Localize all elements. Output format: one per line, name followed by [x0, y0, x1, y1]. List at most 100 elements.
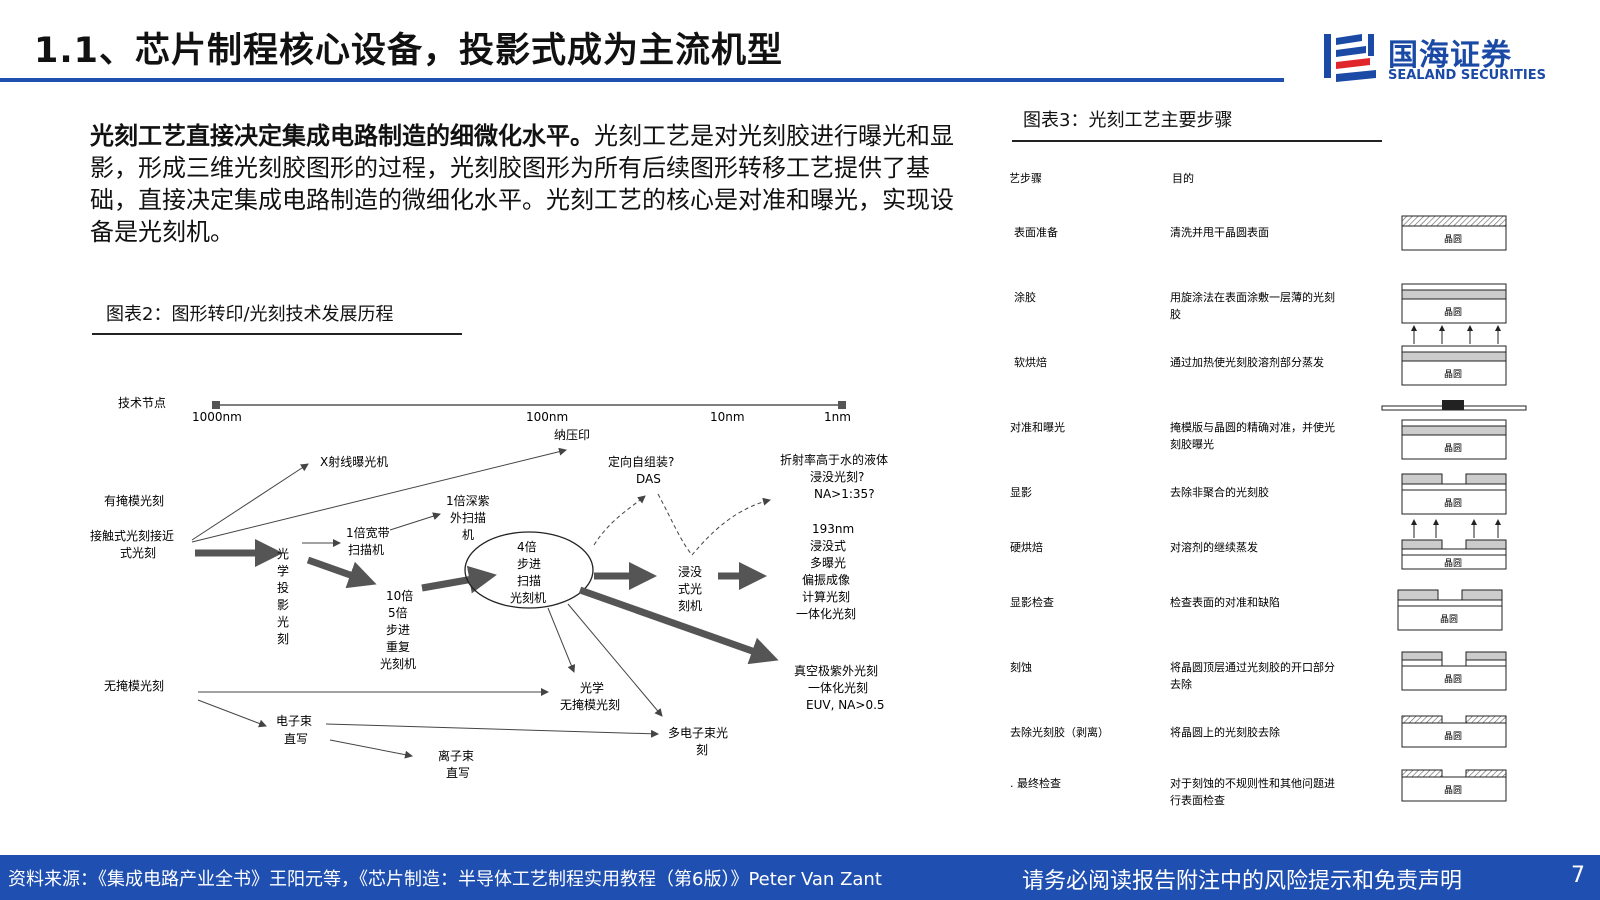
- svg-text:刻胶曝光: 刻胶曝光: [1170, 437, 1214, 451]
- svg-text:光刻机: 光刻机: [380, 657, 416, 671]
- svg-text:4倍: 4倍: [517, 539, 537, 554]
- svg-text:7. 显影检查: 7. 显影检查: [1010, 595, 1054, 609]
- svg-text:晶圆: 晶圆: [1444, 307, 1462, 318]
- label-maskless: 无掩模光刻: [104, 679, 164, 693]
- label-deep-uv-3: 机: [462, 528, 474, 542]
- tick-1nm: 1nm: [824, 410, 851, 424]
- svg-text:行表面检查: 行表面检查: [1170, 793, 1225, 807]
- label-193nm: 193nm 浸没式 多曝光 偏振成像 计算光刻 一体化光刻: [796, 522, 856, 621]
- label-xray: X射线曝光机: [320, 454, 388, 469]
- col-header-step: 工艺步骤: [1010, 172, 1042, 185]
- svg-text:光刻机: 光刻机: [510, 591, 546, 605]
- svg-text:2、涂胶: 2、涂胶: [1010, 290, 1036, 304]
- svg-text:晶圆: 晶圆: [1444, 443, 1462, 454]
- svg-text:步进: 步进: [517, 557, 541, 571]
- svg-text:刻: 刻: [277, 632, 289, 646]
- logo-text-cn: 国海证券: [1388, 38, 1512, 73]
- tick-100nm: 100nm: [526, 410, 568, 424]
- tick-10nm: 10nm: [710, 410, 745, 424]
- label-dsa-2: DAS: [636, 472, 661, 486]
- svg-text:9. 去除光刻胶（剥离）: 9. 去除光刻胶（剥离）: [1010, 725, 1109, 739]
- svg-text:检查表面的对准和缺陷: 检查表面的对准和缺陷: [1170, 595, 1280, 609]
- svg-text:投: 投: [277, 580, 289, 595]
- step-row-2: 2、涂胶 用旋涂法在表面涂敷一层薄的光刻 胶 晶圆: [1010, 283, 1507, 324]
- company-logo: 国海证券 SEALAND SECURITIES: [1322, 30, 1562, 88]
- title-underline: [0, 78, 1284, 82]
- step-row-3: 3、软烘焙 通过加热使光刻胶溶剂部分蒸发 晶圆: [1010, 325, 1507, 386]
- svg-text:去除非聚合的光刻胶: 去除非聚合的光刻胶: [1170, 485, 1269, 499]
- svg-text:晶圆: 晶圆: [1440, 614, 1458, 625]
- step-row-8: 8. 刻蚀 将晶圆顶层通过光刻胶的开口部分 去除 晶圆: [1010, 651, 1507, 691]
- svg-text:计算光刻: 计算光刻: [802, 589, 850, 604]
- page-title: 1.1、芯片制程核心设备，投影式成为主流机型: [34, 31, 784, 71]
- label-ion-2: 直写: [446, 766, 470, 780]
- label-multi-ebeam-2: 刻: [696, 743, 708, 757]
- col-header-purpose: 目的: [1172, 171, 1194, 185]
- svg-text:掩模版与晶圆的精确对准，并使光: 掩模版与晶圆的精确对准，并使光: [1170, 420, 1335, 434]
- svg-text:学: 学: [277, 563, 289, 578]
- svg-text:真空极紫外光刻: 真空极紫外光刻: [794, 664, 878, 678]
- intro-text: 光刻工艺是对光刻胶进行曝光和显影，形成三维光刻胶图形的过程，光刻胶图形为所有后续…: [90, 122, 954, 246]
- page-number: 7: [1571, 863, 1585, 888]
- svg-text:式光: 式光: [678, 582, 702, 596]
- svg-text:刻机: 刻机: [678, 599, 702, 613]
- svg-text:10倍: 10倍: [386, 588, 413, 603]
- step-row-4: 4. 对准和曝光 掩模版与晶圆的精确对准，并使光 刻胶曝光 晶圆: [1010, 400, 1527, 460]
- svg-text:4. 对准和曝光: 4. 对准和曝光: [1010, 420, 1065, 434]
- label-immersion: 浸没 式光 刻机: [678, 564, 702, 613]
- label-10x-stepper: 10倍 5倍 步进 重复 光刻机: [380, 588, 416, 671]
- label-multi-ebeam-1: 多电子束光: [668, 726, 728, 740]
- svg-text:晶圆: 晶圆: [1444, 498, 1462, 509]
- label-deep-uv-1: 1倍深紫: [446, 493, 490, 508]
- svg-text:晶圆: 晶圆: [1444, 558, 1462, 569]
- step-row-10: 10. 最终检查 对于刻蚀的不规则性和其他问题进 行表面检查 晶圆: [1010, 769, 1507, 807]
- svg-text:对于刻蚀的不规则性和其他问题进: 对于刻蚀的不规则性和其他问题进: [1170, 776, 1335, 790]
- intro-paragraph: 光刻工艺直接决定集成电路制造的细微化水平。光刻工艺是对光刻胶进行曝光和显影，形成…: [90, 120, 970, 248]
- svg-text:一体化光刻: 一体化光刻: [808, 681, 868, 695]
- svg-text:对溶剂的继续蒸发: 对溶剂的继续蒸发: [1170, 540, 1258, 554]
- svg-text:光: 光: [277, 615, 289, 629]
- label-masked-litho: 有掩模光刻: [104, 494, 164, 508]
- svg-text:5. 显影: 5. 显影: [1010, 486, 1032, 499]
- label-liquid-3: NA>1:35?: [814, 487, 875, 501]
- step-row-5: 5. 显影 去除非聚合的光刻胶 晶圆: [1010, 473, 1507, 515]
- figure2-caption: 图表2：图形转印/光刻技术发展历程: [106, 304, 394, 325]
- svg-text:扫描: 扫描: [517, 574, 541, 588]
- label-optical-projection: 光 学 投 影 光 刻: [277, 547, 289, 646]
- svg-text:用旋涂法在表面涂敷一层薄的光刻: 用旋涂法在表面涂敷一层薄的光刻: [1170, 290, 1335, 304]
- stepper-4x-ellipse: [464, 531, 594, 609]
- label-wide-band-1: 1倍宽带: [346, 525, 390, 540]
- figure3-caption-rule: [1012, 140, 1382, 142]
- disclaimer-note: 请务必阅读报告附注中的风险提示和免责声明: [1022, 869, 1463, 894]
- svg-text:EUV, NA>0.5: EUV, NA>0.5: [806, 698, 885, 712]
- svg-text:10. 最终检查: 10. 最终检查: [1010, 776, 1061, 790]
- svg-text:清洗并甩干晶圆表面: 清洗并甩干晶圆表面: [1170, 225, 1269, 239]
- svg-text:浸没式: 浸没式: [810, 538, 846, 553]
- lithography-steps-table: 工艺步骤 目的 1、表面准备 清洗并甩干晶圆表面 晶圆 2、涂胶 用旋涂法在表面…: [1010, 171, 1527, 807]
- svg-text:步进: 步进: [386, 623, 410, 637]
- figure2-caption-rule: [92, 333, 462, 335]
- source-note: 资料来源：《集成电路产业全书》王阳元等，《芯片制造：半导体工艺制程实用教程（第6…: [8, 869, 882, 890]
- logo-mark-icon: [1324, 34, 1376, 82]
- svg-text:晶圆: 晶圆: [1444, 369, 1462, 380]
- label-nano-imprint: 纳压印: [554, 428, 590, 442]
- logo-text-en: SEALAND SECURITIES: [1388, 68, 1546, 83]
- svg-text:光: 光: [277, 547, 289, 561]
- step-row-7: 7. 显影检查 检查表面的对准和缺陷 晶圆: [1010, 589, 1503, 631]
- svg-text:晶圆: 晶圆: [1444, 731, 1462, 742]
- label-euv: 真空极紫外光刻 一体化光刻 EUV, NA>0.5: [794, 664, 885, 712]
- svg-text:胶: 胶: [1170, 307, 1181, 321]
- lithography-history-diagram: 技术节点 1000nm 100nm 10nm 1nm 有掩模光刻 接触式光刻接近…: [90, 396, 888, 780]
- label-ebeam-1: 电子束: [276, 714, 312, 728]
- svg-text:晶圆: 晶圆: [1444, 674, 1462, 685]
- svg-text:一体化光刻: 一体化光刻: [796, 607, 856, 621]
- axis-label: 技术节点: [118, 396, 166, 410]
- label-liquid-2: 浸没光刻?: [810, 469, 864, 484]
- label-ebeam-2: 直写: [284, 732, 308, 746]
- svg-text:晶圆: 晶圆: [1444, 785, 1462, 796]
- label-optical-maskless-1: 光学: [580, 680, 604, 695]
- label-dsa-1: 定向自组装?: [608, 454, 674, 469]
- tick-1000nm: 1000nm: [192, 410, 242, 424]
- figure3-caption: 图表3：光刻工艺主要步骤: [1023, 110, 1233, 131]
- label-deep-uv-2: 外扫描: [450, 511, 486, 525]
